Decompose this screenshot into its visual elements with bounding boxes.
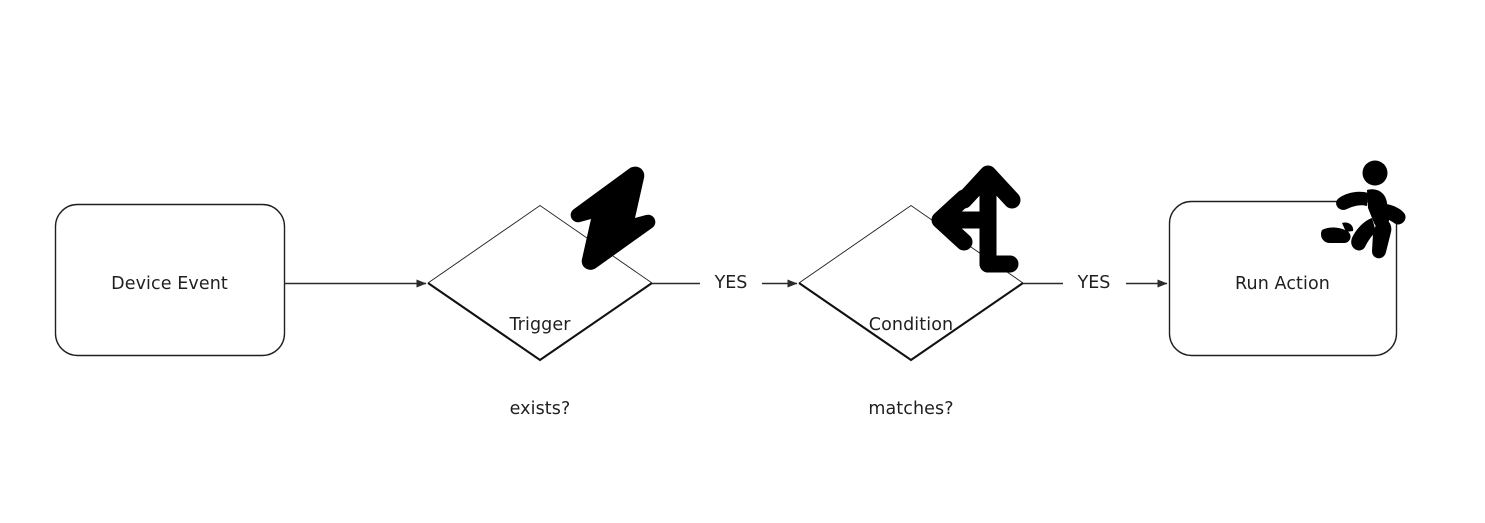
node-condition-matches[interactable] bbox=[798, 282, 1024, 362]
node-device-event[interactable] bbox=[54, 203, 286, 357]
node-run-action[interactable] bbox=[1168, 200, 1398, 357]
node-trigger-exists-upper bbox=[427, 204, 653, 284]
edge-label-yes-condition: YES bbox=[1077, 273, 1111, 293]
node-trigger-exists[interactable] bbox=[427, 282, 653, 362]
node-condition-matches-upper bbox=[798, 204, 1024, 284]
edge-label-yes-trigger: YES bbox=[714, 273, 748, 293]
